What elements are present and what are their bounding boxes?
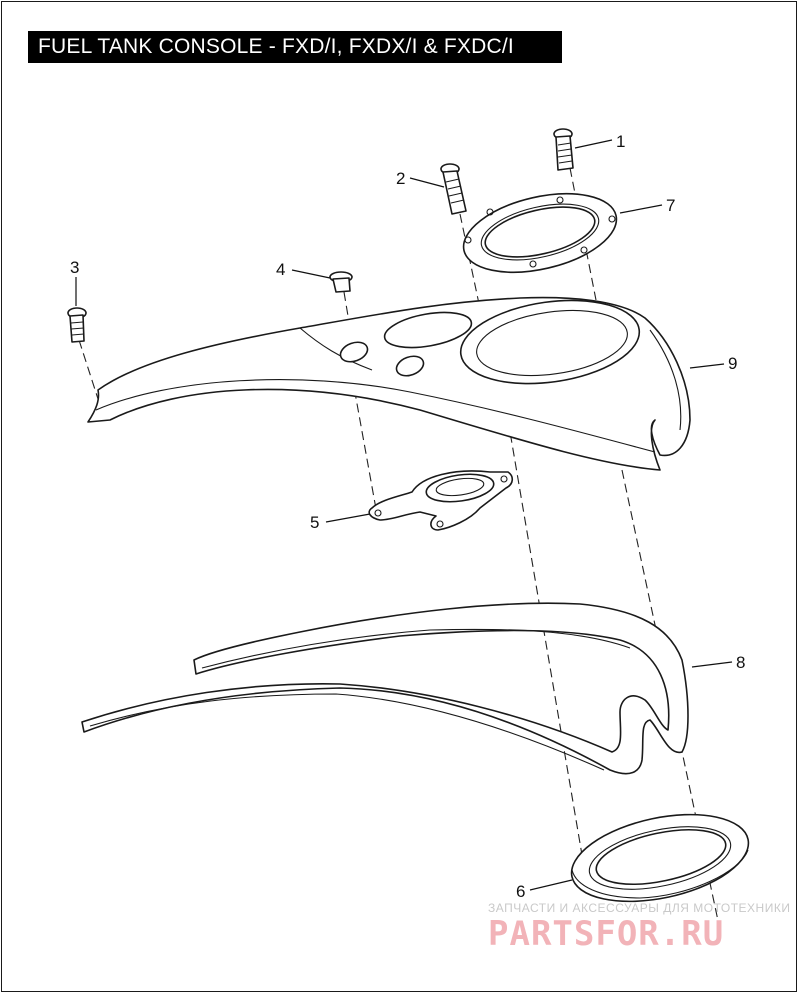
leader-line-9 [689, 363, 725, 369]
callout-9: 9 [728, 354, 737, 373]
callout-4: 4 [276, 260, 285, 279]
alignment-line-screw-1 [569, 167, 597, 301]
gasket-part [81, 602, 689, 775]
screw-2-part [440, 163, 467, 215]
callout-8: 8 [736, 653, 745, 672]
callout-3: 3 [70, 258, 79, 277]
alignment-line-bracket [351, 375, 379, 521]
watermark-logo: PARTSFOR.RU [488, 914, 725, 954]
screw-3-part [67, 307, 87, 343]
alignment-line-screw-3 [78, 339, 100, 403]
callout-5: 5 [310, 513, 319, 532]
screw-1-part [553, 128, 574, 171]
watermark-tagline: ЗАПЧАСТИ И АКСЕССУАРЫ ДЛЯ МОТОТЕХНИКИ [488, 901, 791, 915]
leader-line-1 [574, 139, 613, 149]
callout-2: 2 [396, 169, 405, 188]
leader-line-5 [325, 513, 371, 523]
page-title: FUEL TANK CONSOLE - FXD/I, FXDX/I & FXDC… [28, 31, 562, 63]
callout-6: 6 [516, 882, 525, 901]
bezel-ring-part [462, 192, 618, 274]
alignment-line-ring-left [507, 419, 583, 856]
bracket-part [368, 470, 514, 531]
gauge-ring-part [570, 813, 750, 903]
callout-1: 1 [616, 132, 625, 151]
alignment-line-ring-right [621, 469, 721, 931]
alignment-line-screw-4 [343, 291, 353, 341]
screw-4-part [329, 271, 353, 293]
leader-line-7 [619, 204, 663, 214]
leader-line-8 [691, 661, 733, 668]
leader-line-6 [529, 879, 573, 891]
fuel-tank-console-part [87, 296, 691, 471]
leader-line-2 [409, 177, 445, 188]
leader-line-4 [291, 269, 331, 279]
callout-7: 7 [666, 196, 675, 215]
